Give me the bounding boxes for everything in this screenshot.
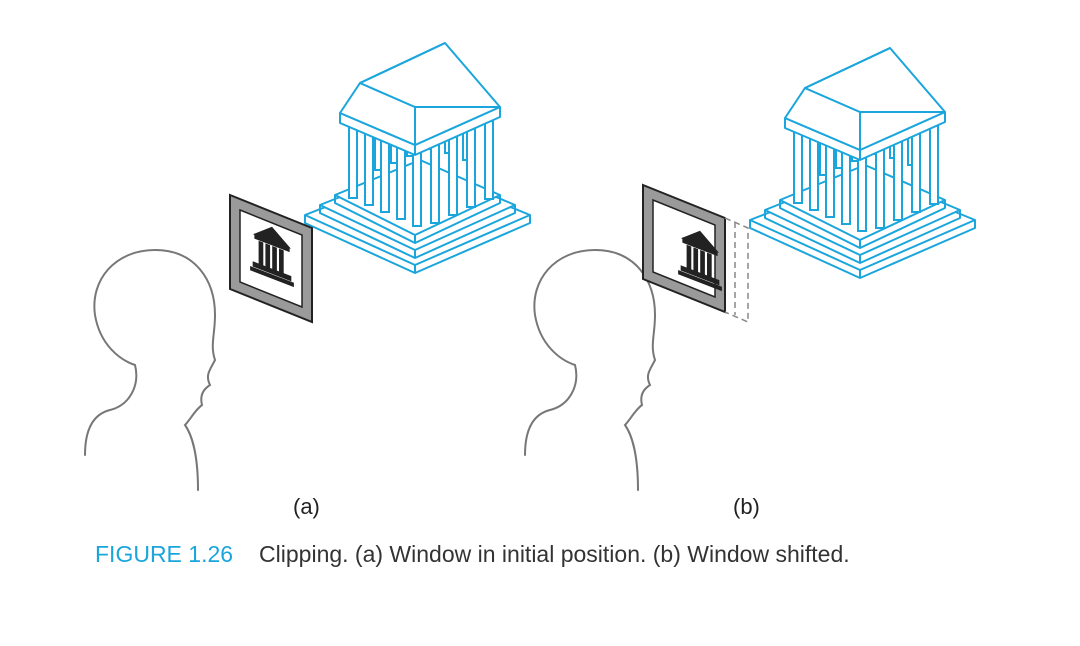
window-frame-b (642, 183, 749, 324)
head-b (524, 249, 656, 491)
caption-text: Clipping. (a) Window in initial position… (259, 541, 850, 567)
temple-b (749, 47, 976, 279)
original-window-outline-b (724, 217, 749, 324)
window-frame-a (229, 193, 313, 324)
temple-a (304, 42, 531, 274)
head-a (84, 249, 216, 491)
panel-a (84, 42, 531, 491)
panel-b-label: (b) (733, 494, 760, 519)
panel-a-label: (a) (293, 494, 320, 519)
figure-caption: FIGURE 1.26 Clipping. (a) Window in initi… (95, 541, 850, 568)
panel-b (524, 47, 976, 491)
figure-number: FIGURE 1.26 (95, 541, 234, 567)
